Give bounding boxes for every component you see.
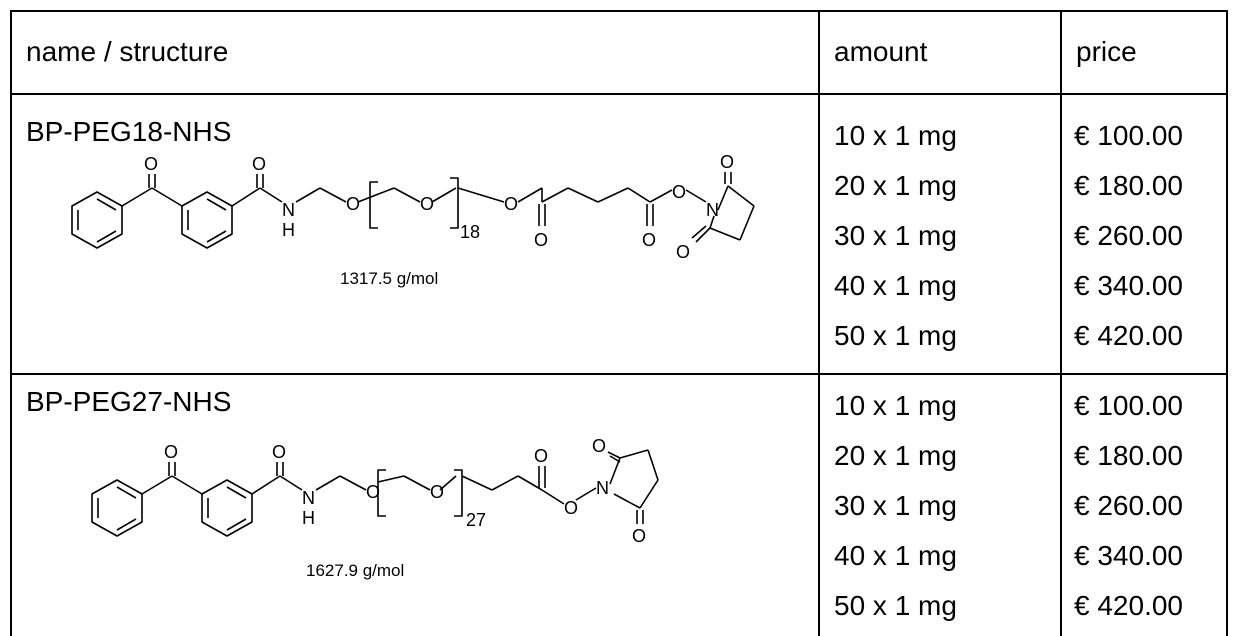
price-cell: € 340.00 <box>1074 270 1183 301</box>
amount-cell: 40 x 1 mg <box>834 270 957 301</box>
product-name: BP-PEG18-NHS <box>26 116 232 147</box>
table-border-right <box>1226 10 1228 636</box>
price-cell: € 340.00 <box>1074 540 1183 571</box>
atom-label: N <box>596 478 609 498</box>
atom-label: O <box>720 152 734 172</box>
amount-cell: 50 x 1 mg <box>834 320 957 351</box>
atom-label: H <box>282 220 295 240</box>
amount-cell: 30 x 1 mg <box>834 490 957 521</box>
price-cell: € 420.00 <box>1074 320 1183 351</box>
amount-cell: 10 x 1 mg <box>834 390 957 421</box>
molecular-weight: 1627.9 g/mol <box>306 561 404 580</box>
header-name-structure: name / structure <box>26 36 229 67</box>
atom-label: O <box>420 194 434 214</box>
atom-label: O <box>534 230 548 250</box>
chemical-structure-peg27: O O N H O O O O N O O 27 1627.9 g/mol <box>91 436 659 580</box>
price-cell: € 180.00 <box>1074 440 1183 471</box>
atom-label: O <box>642 230 656 250</box>
chemical-structure-peg18: O O N H O O O O O O N O O 18 1317.5 g/mo… <box>71 152 755 288</box>
product-name: BP-PEG27-NHS <box>26 386 232 417</box>
atom-label: O <box>430 482 444 502</box>
peg-repeat-count: 18 <box>460 222 480 242</box>
atom-label: O <box>632 526 646 546</box>
price-cell: € 180.00 <box>1074 170 1183 201</box>
atom-label: O <box>164 442 178 462</box>
atom-label: O <box>676 242 690 262</box>
atom-label: H <box>302 508 315 528</box>
price-cell: € 260.00 <box>1074 220 1183 251</box>
atom-label: O <box>346 194 360 214</box>
atom-label: N <box>706 200 719 220</box>
table-border-top <box>10 10 1228 12</box>
atom-label: O <box>272 442 286 462</box>
atom-label: O <box>672 182 686 202</box>
header-price: price <box>1076 36 1137 67</box>
peg-repeat-count: 27 <box>466 510 486 530</box>
molecular-weight: 1317.5 g/mol <box>340 269 438 288</box>
atom-label: O <box>366 482 380 502</box>
amount-cell: 50 x 1 mg <box>834 590 957 621</box>
table-border-col2 <box>1060 10 1062 636</box>
table-border-header <box>10 93 1228 95</box>
price-cell: € 100.00 <box>1074 120 1183 151</box>
amount-cell: 10 x 1 mg <box>834 120 957 151</box>
amount-cell: 20 x 1 mg <box>834 440 957 471</box>
atom-label: O <box>252 154 266 174</box>
atom-label: O <box>592 436 606 456</box>
table-border-left <box>10 10 12 636</box>
header-amount: amount <box>834 36 928 67</box>
amount-cell: 30 x 1 mg <box>834 220 957 251</box>
atom-label: O <box>564 498 578 518</box>
amount-cell: 40 x 1 mg <box>834 540 957 571</box>
price-cell: € 260.00 <box>1074 490 1183 521</box>
atom-label: O <box>144 154 158 174</box>
table-border-mid <box>10 373 1228 375</box>
atom-label: N <box>282 200 295 220</box>
table-border-col1 <box>818 10 820 636</box>
atom-label: N <box>302 488 315 508</box>
price-cell: € 100.00 <box>1074 390 1183 421</box>
price-cell: € 420.00 <box>1074 590 1183 621</box>
amount-cell: 20 x 1 mg <box>834 170 957 201</box>
atom-label: O <box>534 446 548 466</box>
atom-label: O <box>504 194 518 214</box>
